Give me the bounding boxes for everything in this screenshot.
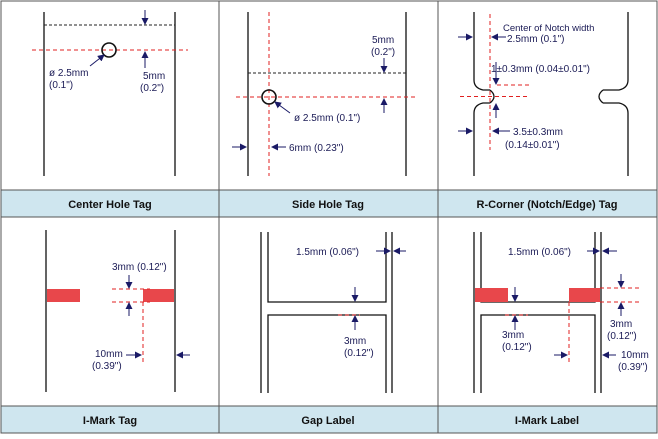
label-off-in: (0.2") [140,83,164,94]
label-lower [480,314,596,393]
leader-arrow [89,54,105,67]
caption-band [218,189,439,218]
caption-i-mark-label: I-Mark Label [515,415,579,427]
caption-band [0,405,220,434]
label-edge-margin: 1.5mm (0.06") [296,247,359,258]
caption-center-hole-tag: Center Hole Tag [68,199,152,211]
label-notch-width-mm: 3.5±0.3mm [513,127,563,138]
label-notch-depth: 1±0.3mm (0.04±0.01") [491,64,590,75]
caption-gap-label: Gap Label [301,415,354,427]
label-gap-in: (0.12") [344,348,374,359]
i-mark-left [47,289,80,302]
label-dia-mm: ø 2.5mm [49,68,88,79]
hole-circle [101,42,117,58]
i-mark-left [475,288,508,302]
label-notch-center-value: 2.5mm (0.1") [507,34,564,45]
leader-arrow [274,101,291,114]
panel-center-hole-tag: ø 2.5mm (0.1") 5mm (0.2") [32,10,188,176]
label-gap-in: (0.12") [502,342,532,353]
label-upper [480,232,596,303]
label-side-dia: ø 2.5mm (0.1") [294,113,360,124]
label-edge-margin: 1.5mm (0.06") [508,247,571,258]
label-mark-width-in: (0.39") [618,362,648,373]
label-mark-height: 3mm (0.12") [112,262,167,273]
label-dia-in: (0.1") [49,80,73,91]
caption-band [437,189,658,218]
caption-band [218,405,439,434]
label-top-mm: 5mm [372,35,394,46]
caption-side-hole-tag: Side Hole Tag [292,199,364,211]
label-off-mm: 5mm [143,71,165,82]
tag-edge-right [603,12,629,176]
tag-edge-left [473,12,490,176]
label-mark-width-in: (0.39") [92,361,122,372]
label-notch-width-in: (0.14±0.01") [505,140,560,151]
hole-circle [261,89,277,105]
i-mark-right [143,289,174,302]
label-gap-mm: 3mm [502,330,524,341]
panel-gap-label: 1.5mm (0.06") 3mm (0.12") [260,232,406,393]
label-mark-height-in: (0.12") [607,331,637,342]
label-mark-height-mm: 3mm [610,319,632,330]
i-mark-right [569,288,600,302]
label-gap-mm: 3mm [344,336,366,347]
label-mark-width-mm: 10mm [621,350,649,361]
label-side-offset: 6mm (0.23") [289,143,344,154]
caption-i-mark-tag: I-Mark Tag [83,415,137,427]
label-mark-width-mm: 10mm [95,349,123,360]
label-top-in: (0.2") [371,47,395,58]
panel-i-mark-label: 1.5mm (0.06") 3mm (0.12") 3mm (0.12") 10… [473,232,649,393]
panel-side-hole-tag: 5mm (0.2") ø 2.5mm (0.1") 6mm (0.23") [232,12,418,176]
panel-i-mark-tag: 3mm (0.12") 10mm (0.39") [45,230,190,392]
notch-left-arc [489,89,495,104]
label-notch-center-title: Center of Notch width [503,23,594,34]
notch-right-arc [598,89,604,104]
label-lower [267,314,387,393]
caption-band [0,189,220,218]
panel-r-corner-tag: Center of Notch width 2.5mm (0.1") 1±0.3… [458,12,629,176]
caption-band [437,405,658,434]
caption-r-corner-tag: R-Corner (Notch/Edge) Tag [477,199,618,211]
label-upper [267,232,387,303]
